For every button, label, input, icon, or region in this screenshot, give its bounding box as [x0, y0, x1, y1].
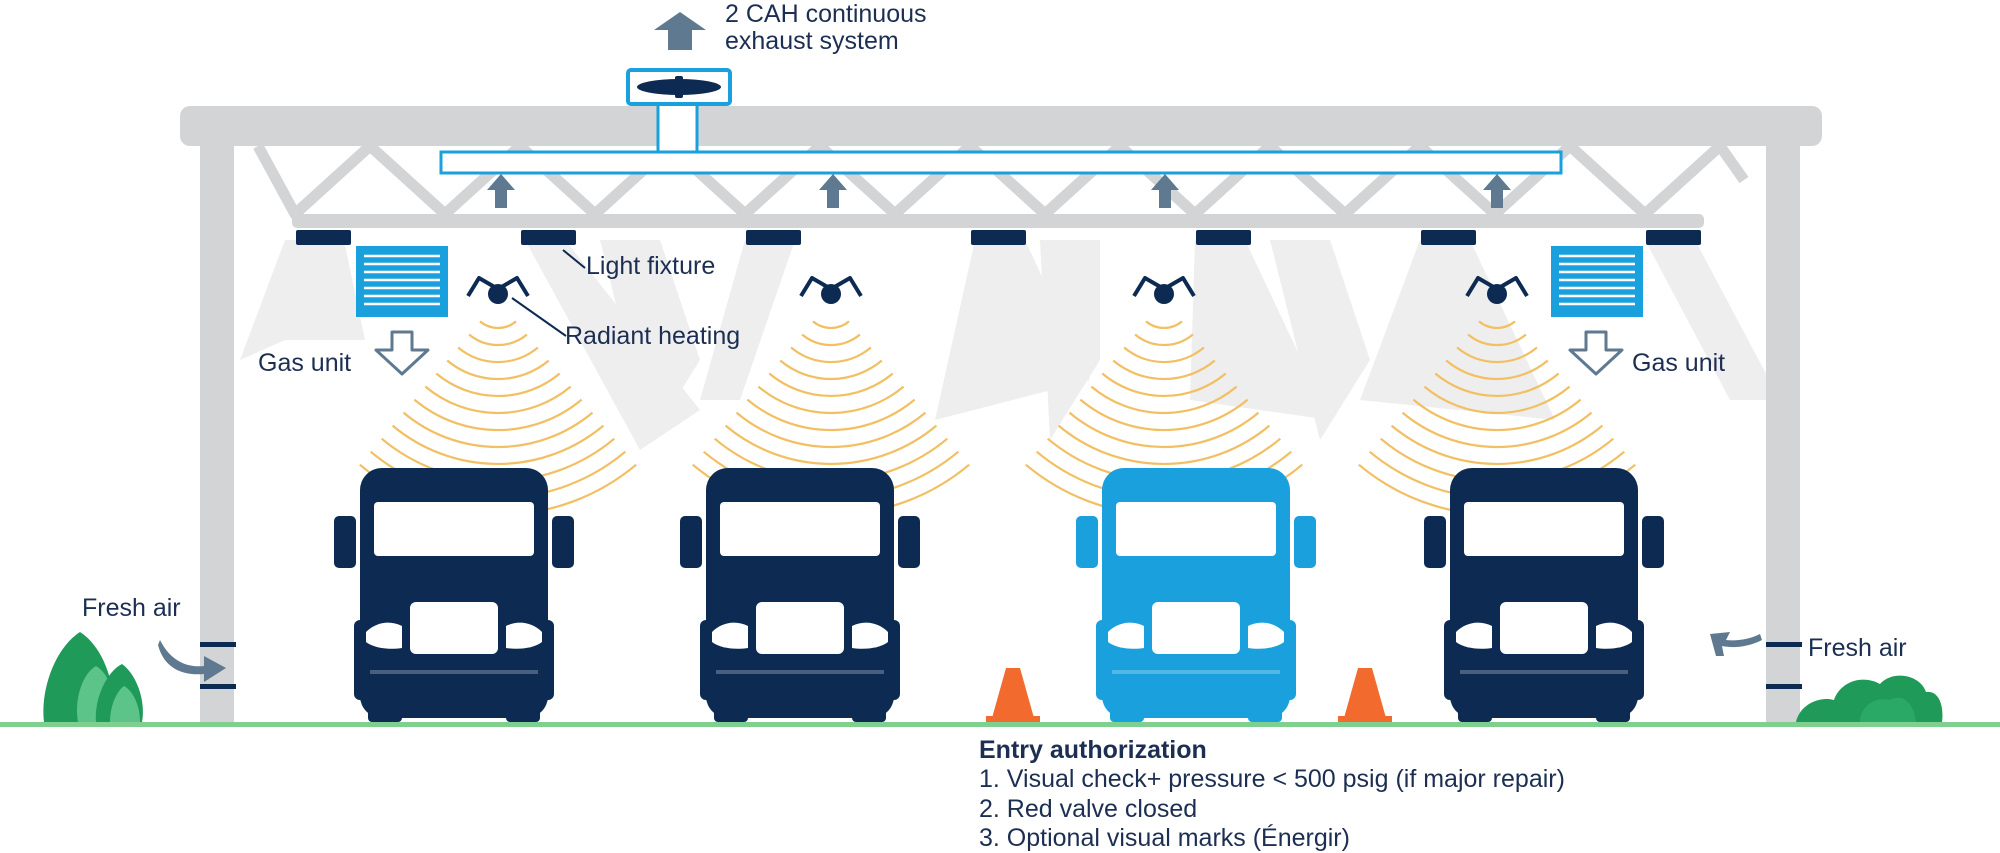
- exhaust-up-arrow-icon: [654, 12, 706, 50]
- heat-wave-arc: [446, 359, 550, 381]
- heat-wave-arc: [1445, 359, 1549, 381]
- exhaust-ducts: [439, 100, 1563, 175]
- heat-wave-arc: [1478, 320, 1516, 329]
- gas-unit-left-label: Gas unit: [258, 349, 352, 377]
- heat-wave-arc: [479, 320, 517, 329]
- heat-wave-arc: [391, 424, 605, 466]
- heat-wave-arc: [812, 320, 850, 329]
- leader-lines: [511, 249, 586, 337]
- truck-icon: [334, 468, 574, 722]
- heat-wave-arc: [1412, 398, 1582, 432]
- heat-wave-arc: [746, 398, 916, 432]
- heat-wave-arc: [1112, 359, 1216, 381]
- duct-intake-arrows: [487, 174, 1511, 208]
- building-frame: [180, 106, 1822, 722]
- heat-wave-arc: [1101, 372, 1227, 397]
- heat-wave-arc: [1079, 398, 1249, 432]
- heat-wave-arc: [1057, 424, 1271, 466]
- heat-wave-arc: [1123, 346, 1205, 364]
- trucks: [334, 468, 1664, 722]
- heat-wave-arc: [768, 372, 894, 397]
- exhaust-label-line1: 2 CAH continuous: [725, 0, 927, 28]
- heat-wave-arc: [1145, 320, 1183, 329]
- radiant-heater-icon: [466, 276, 1529, 304]
- entry-authorization-title: Entry authorization: [979, 736, 1207, 764]
- truck-icon: [1424, 468, 1664, 722]
- heat-wave-arc: [435, 372, 561, 397]
- ground-line: [0, 722, 2000, 727]
- truck-icon: [680, 468, 920, 722]
- heat-wave-arc: [468, 333, 528, 347]
- fresh-air-arrow-icon: [158, 632, 1762, 682]
- light-fixture-icon: [296, 230, 1701, 245]
- light-fixture-label: Light fixture: [586, 252, 716, 280]
- truck-icon: [1076, 468, 1316, 722]
- heat-wave-arc: [790, 346, 872, 364]
- fresh-air-right-label: Fresh air: [1808, 634, 1907, 662]
- heat-wave-arc: [1456, 346, 1538, 364]
- traffic-cone-icon: [986, 668, 1392, 723]
- heat-wave-arc: [1423, 385, 1571, 415]
- heat-wave-arc: [1068, 411, 1260, 449]
- heat-wave-arc: [402, 411, 594, 449]
- fresh-air-left-label: Fresh air: [82, 594, 181, 622]
- gas-unit-right-label: Gas unit: [1632, 349, 1726, 377]
- heat-wave-arc: [735, 411, 927, 449]
- exhaust-label-line2: exhaust system: [725, 27, 899, 55]
- heat-wave-arc: [424, 385, 572, 415]
- heat-wave-arc: [413, 398, 583, 432]
- light-beams: [240, 240, 1780, 450]
- heat-wave-arc: [801, 333, 861, 347]
- radiant-heating-label: Radiant heating: [565, 322, 741, 350]
- air-vents: [200, 642, 1802, 689]
- entry-item-1: 1. Visual check+ pressure < 500 psig (if…: [979, 765, 1565, 793]
- gas-unit-down-arrow-icon: [374, 330, 1624, 376]
- heat-wave-arc: [457, 346, 539, 364]
- heat-wave-arc: [757, 385, 905, 415]
- heat-wave-arc: [724, 424, 938, 466]
- bush-icon: [43, 632, 1943, 722]
- entry-item-3: 3. Optional visual marks (Énergir): [979, 824, 1350, 852]
- heat-wave-arc: [1434, 372, 1560, 397]
- heat-wave-arc: [1090, 385, 1238, 415]
- entry-item-2: 2. Red valve closed: [979, 795, 1198, 823]
- heat-wave-arc: [1401, 411, 1593, 449]
- exhaust-fan-icon: [626, 68, 732, 106]
- heat-wave-arc: [779, 359, 883, 381]
- heat-wave-arc: [1390, 424, 1604, 466]
- gas-unit-icon: [356, 246, 1643, 317]
- heat-wave-arc: [1467, 333, 1527, 347]
- heat-wave-arc: [1134, 333, 1194, 347]
